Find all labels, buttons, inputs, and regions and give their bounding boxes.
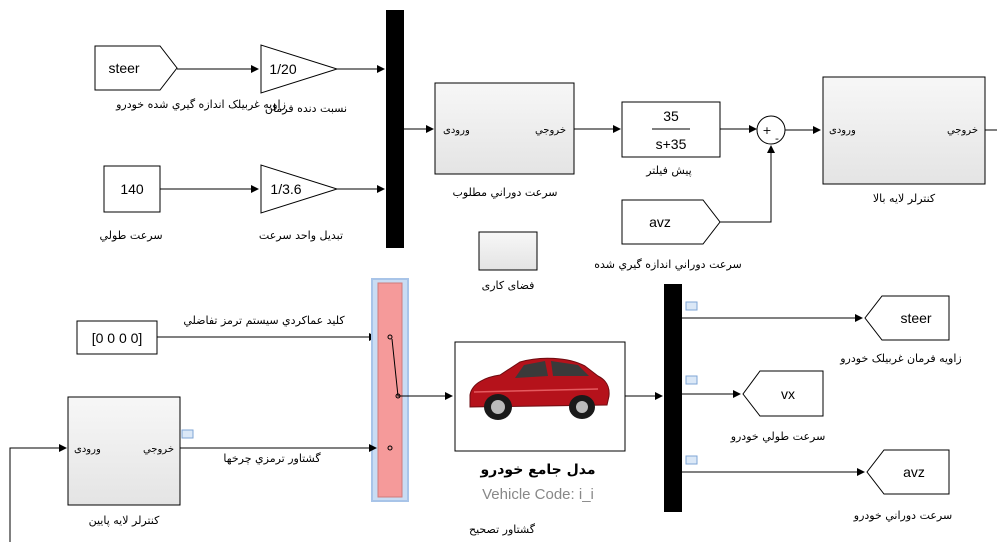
bottom-demux-block[interactable] [664, 284, 682, 512]
vehicle-code-label: Vehicle Code: i_i [482, 486, 594, 503]
vx-output-label: vx [781, 386, 795, 402]
demux-port-icon-3 [685, 455, 698, 465]
desired-yaw-subsystem[interactable]: ورودی خروجي [434, 82, 575, 175]
desired-yaw-out-port: خروجي [535, 125, 566, 136]
prefilter-numerator: 35 [663, 108, 679, 124]
desired-yaw-in-port: ورودی [443, 125, 470, 136]
switch-contact [391, 338, 408, 397]
desired-yaw-caption: سرعت دوراني مطلوب [452, 186, 557, 199]
brake-key-label: [0 0 0 0] [92, 330, 143, 346]
car-icon [469, 357, 610, 420]
sum-block[interactable]: + - [756, 115, 786, 145]
avz-output-caption: سرعت دوراني خودرو [853, 509, 952, 522]
avz-input-label: avz [649, 214, 671, 230]
gain-speed-block[interactable]: 1/3.6 [260, 164, 339, 214]
vx-output-block[interactable]: vx [742, 370, 824, 417]
lower-controller-port-icon [181, 429, 194, 439]
correction-torque-label: گشتاور تصحيح [469, 523, 536, 536]
lower-controller-subsystem[interactable]: ورودی خروجي [67, 396, 181, 506]
gain-steer-caption: نسبت دنده فرمان [265, 102, 347, 115]
steer-input-block[interactable]: steer [94, 45, 178, 91]
workspace-block[interactable] [478, 231, 538, 271]
upper-controller-caption: کنترلر لايه بالا [873, 192, 936, 205]
lower-controller-in-port: ورودی [74, 444, 101, 455]
vehicle-model-block[interactable] [454, 341, 626, 452]
prefilter-denominator: s+35 [656, 136, 687, 152]
avz-output-block[interactable]: avz [866, 449, 950, 495]
vx-output-caption: سرعت طولي خودرو [730, 430, 826, 443]
lower-controller-caption: کنترلر لايه پايين [89, 514, 161, 527]
gain-speed-label: 1/3.6 [270, 181, 301, 197]
avz-input-caption: سرعت دوراني اندازه گيري شده [594, 258, 741, 271]
demux-port-icon-1 [685, 301, 698, 311]
upper-controller-subsystem[interactable]: ورودی خروجي [822, 76, 986, 185]
gain-steer-block[interactable]: 1/20 [260, 44, 339, 94]
sum-minus-sign: - [775, 132, 779, 145]
speed-constant-caption: سرعت طولي [99, 229, 162, 242]
demux-port-icon-2 [685, 375, 698, 385]
sum-plus-sign: + [762, 124, 771, 137]
steer-input-label: steer [108, 60, 139, 76]
gain-steer-label: 1/20 [269, 61, 296, 77]
wire-avz-sum [720, 145, 775, 223]
brake-key-caption: کليد عماکردي سيستم ترمز تفاضلي [183, 314, 345, 327]
workspace-caption: فضای کاری [482, 279, 535, 292]
top-mux-block[interactable] [386, 10, 404, 248]
steer-output-caption: زاويه فرمان غربيلک خودرو [839, 352, 961, 365]
steer-output-block[interactable]: steer [864, 295, 950, 341]
brake-switch-block[interactable] [371, 278, 409, 502]
upper-controller-out-port: خروجي [947, 125, 978, 136]
steer-input-caption: زاويه غربيلک اندازه گيري شده خودرو [115, 98, 286, 111]
prefilter-caption: پيش فيلتر [645, 164, 692, 177]
brake-key-block[interactable]: [0 0 0 0] [76, 320, 158, 355]
speed-constant-block[interactable]: 140 [103, 165, 161, 213]
speed-constant-label: 140 [120, 181, 144, 197]
avz-input-block[interactable]: avz [621, 199, 721, 245]
wire-feedback-lower [9, 444, 67, 542]
avz-output-label: avz [903, 464, 925, 480]
prefilter-block[interactable]: 35 s+35 [621, 101, 721, 158]
steer-output-label: steer [900, 310, 931, 326]
vehicle-model-title: مدل جامع خودرو [479, 462, 595, 478]
gain-speed-caption: تبديل واحد سرعت [259, 229, 343, 242]
brake-torque-label: گشتاور ترمزي چرخها [223, 452, 321, 465]
upper-controller-in-port: ورودی [829, 125, 856, 136]
lower-controller-out-port: خروجي [143, 444, 174, 455]
